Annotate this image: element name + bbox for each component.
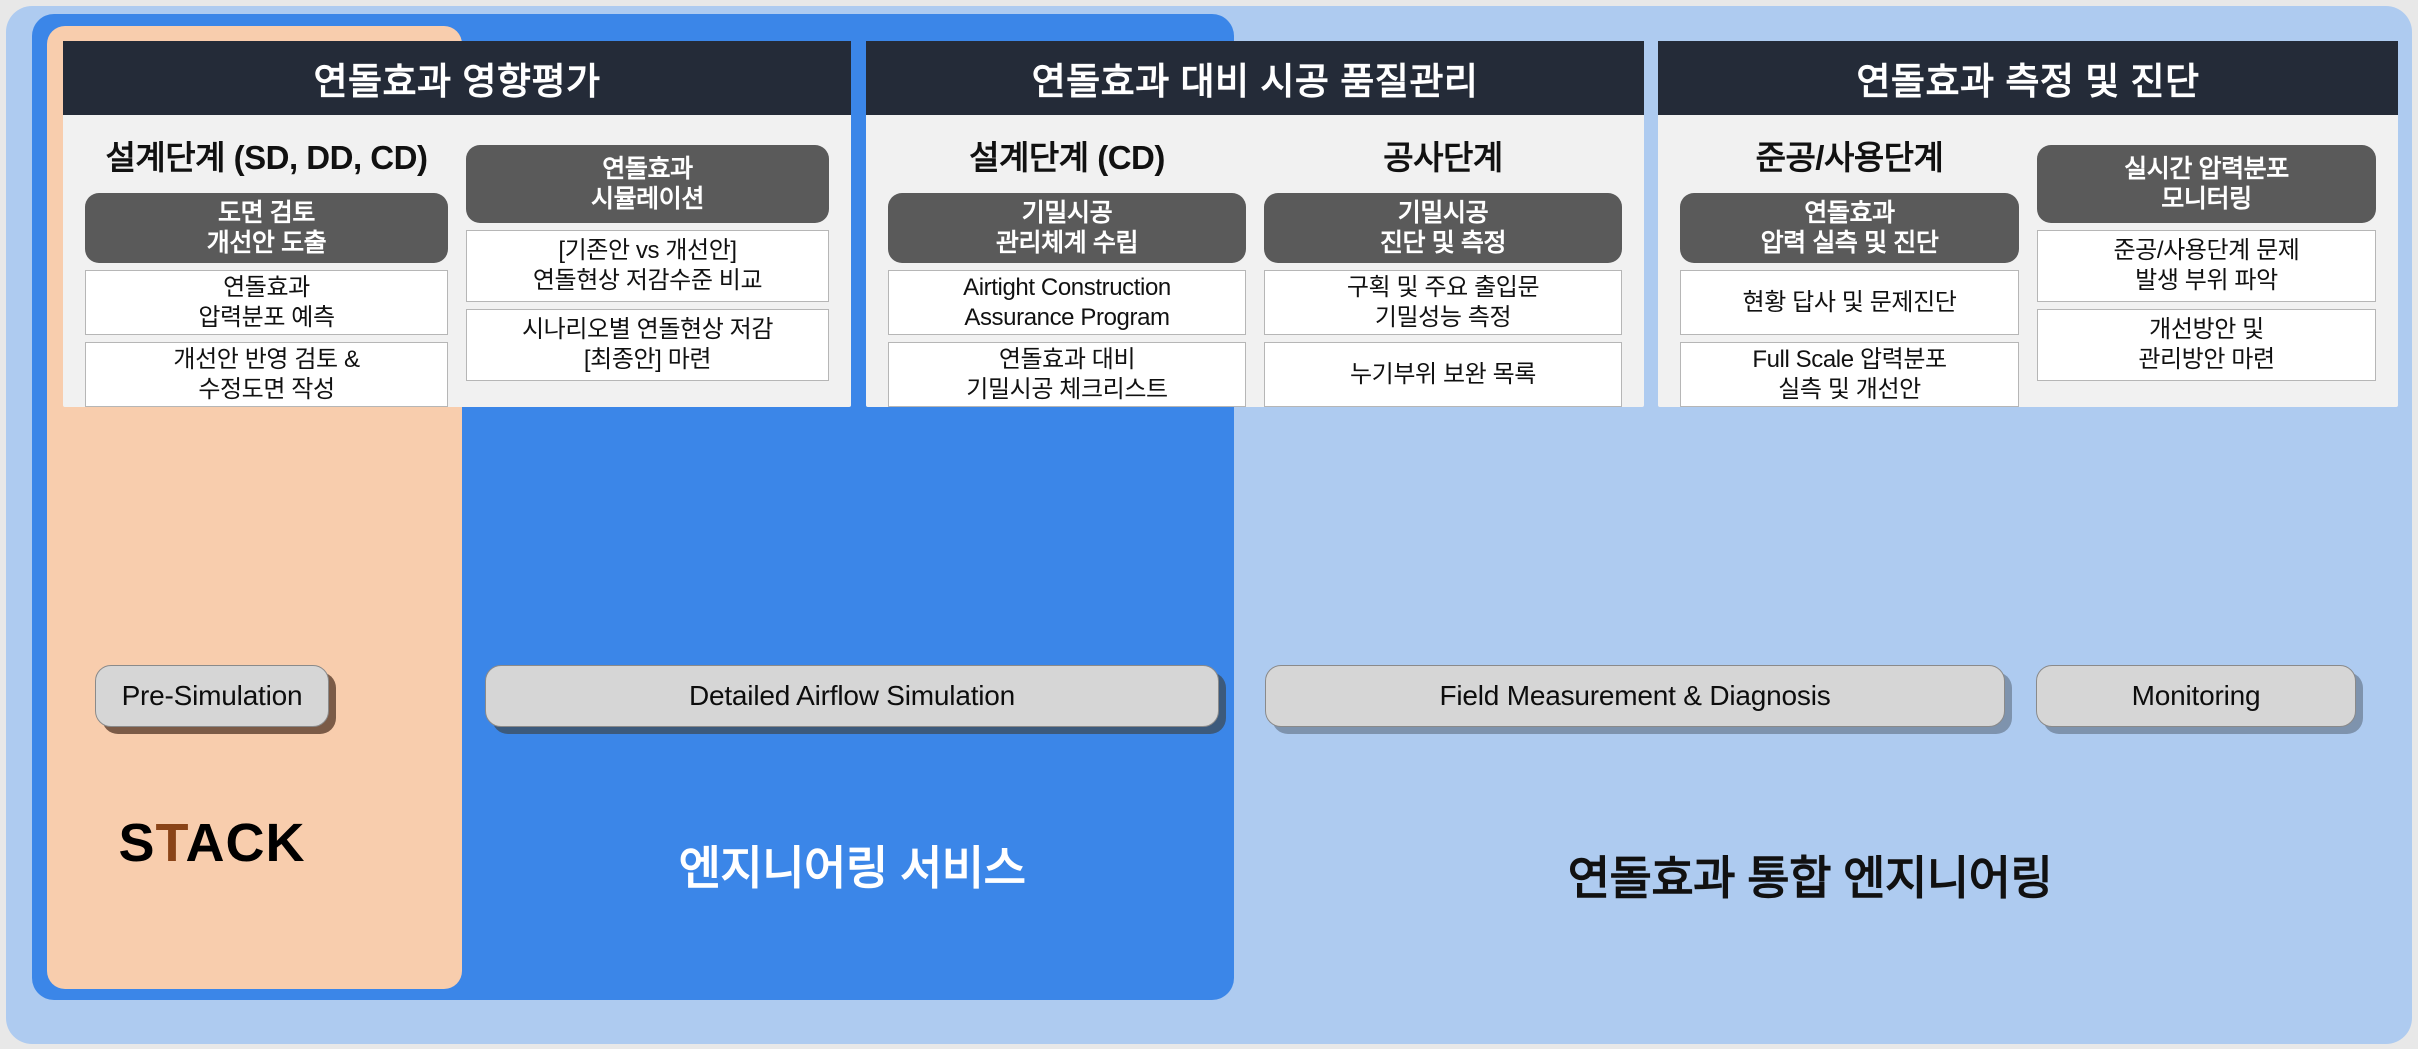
item-revised-drawing: 개선안 반영 검토 & 수정도면 작성 <box>85 342 448 407</box>
label-engineering-service: 엔지니어링 서비스 <box>678 842 1026 894</box>
item-line: 수정도면 작성 <box>198 375 335 403</box>
panel-1-column-2: 연돌효과 시뮬레이션 [기존안 vs 개선안] 연돌현상 저감수준 비교 시나리… <box>466 115 829 407</box>
panel-1-column-1: 설계단계 (SD, DD, CD) 도면 검토 개선안 도출 연돌효과 압력분포… <box>85 115 448 407</box>
item-zone-door-airtightness: 구획 및 주요 출입문 기밀성능 측정 <box>1264 270 1622 336</box>
pill-field-measurement-diagnosis[interactable]: Field Measurement & Diagnosis <box>1265 665 2005 727</box>
item-line: 실측 및 개선안 <box>1778 375 1921 403</box>
item-airtight-assurance-program: Airtight Construction Assurance Program <box>888 270 1246 336</box>
chip-airtight-diagnosis-measurement: 기밀시공 진단 및 측정 <box>1264 193 1622 264</box>
chip-line: 기밀시공 <box>1397 198 1489 227</box>
chip-drawing-review: 도면 검토 개선안 도출 <box>85 193 448 264</box>
chip-line: 진단 및 측정 <box>1379 229 1507 258</box>
label-integrated-engineering: 연돌효과 통합 엔지니어링 <box>1567 852 2053 904</box>
item-line: 연돌현상 저감수준 비교 <box>532 267 763 294</box>
stack-logo: STACK <box>95 812 329 874</box>
chip-pressure-measurement-diagnosis: 연돌효과 압력 실측 및 진단 <box>1680 193 2019 264</box>
item-line: 준공/사용단계 문제 <box>2113 237 2300 264</box>
chip-realtime-monitoring: 실시간 압력분포 모니터링 <box>2037 145 2376 223</box>
item-stack-pressure-prediction: 연돌효과 압력분포 예측 <box>85 270 448 336</box>
panel-3-column-2: 실시간 압력분포 모니터링 준공/사용단계 문제 발생 부위 파악 개선방안 및… <box>2037 115 2376 407</box>
panel-2-column-1: 설계단계 (CD) 기밀시공 관리체계 수립 Airtight Construc… <box>888 115 1246 407</box>
stack-logo-s: S <box>118 813 156 873</box>
item-site-survey-diagnosis: 현황 답사 및 문제진단 <box>1680 270 2019 336</box>
item-full-scale-pressure: Full Scale 압력분포 실측 및 개선안 <box>1680 342 2019 407</box>
panel-construction-quality: 연돌효과 대비 시공 품질관리 설계단계 (CD) 기밀시공 관리체계 수립 A… <box>866 41 1644 407</box>
panel-2-column-2: 공사단계 기밀시공 진단 및 측정 구획 및 주요 출입문 기밀성능 측정 누기… <box>1264 115 1622 407</box>
panel-impact-assessment: 연돌효과 영향평가 설계단계 (SD, DD, CD) 도면 검토 개선안 도출… <box>63 41 851 407</box>
item-line: 발생 부위 파악 <box>2135 267 2278 294</box>
item-comparison-existing-improved: [기존안 vs 개선안] 연돌현상 저감수준 비교 <box>466 230 829 302</box>
chip-line: 시뮬레이션 <box>590 185 704 213</box>
item-line: 구획 및 주요 출입문 <box>1346 273 1540 301</box>
pill-monitoring[interactable]: Monitoring <box>2036 665 2356 727</box>
panel-3-stage-label-2 <box>2037 115 2376 145</box>
item-problem-area-identification: 준공/사용단계 문제 발생 부위 파악 <box>2037 230 2376 302</box>
panel-2-stage-label-1: 설계단계 (CD) <box>969 139 1165 176</box>
item-line: Full Scale 압력분포 <box>1752 345 1947 373</box>
panel-3-column-1: 준공/사용단계 연돌효과 압력 실측 및 진단 현황 답사 및 문제진단 Ful… <box>1680 115 2019 407</box>
panel-3-title: 연돌효과 측정 및 진단 <box>1658 41 2398 115</box>
item-line: [최종안] 마련 <box>583 346 712 373</box>
panel-1-stage-label: 설계단계 (SD, DD, CD) <box>105 139 428 176</box>
item-scenario-final-plan: 시나리오별 연돌현상 저감 [최종안] 마련 <box>466 309 829 381</box>
panel-2-stage-label-2: 공사단계 <box>1383 139 1503 176</box>
chip-line: 관리체계 수립 <box>995 229 1139 258</box>
item-line: [기존안 vs 개선안] <box>558 237 737 264</box>
item-line: 개선안 반영 검토 & <box>173 345 360 373</box>
item-line: Assurance Program <box>964 303 1170 331</box>
item-leak-remediation-list: 누기부위 보완 목록 <box>1264 342 1622 407</box>
stack-logo-ack: ACK <box>185 813 306 873</box>
item-line: 현황 답사 및 문제진단 <box>1742 288 1957 316</box>
chip-line: 실시간 압력분포 <box>2124 154 2289 183</box>
item-line: 압력분포 예측 <box>198 303 335 331</box>
chip-stack-simulation: 연돌효과 시뮬레이션 <box>466 145 829 223</box>
item-airtight-checklist: 연돌효과 대비 기밀시공 체크리스트 <box>888 342 1246 407</box>
item-line: 시나리오별 연돌현상 저감 <box>521 316 773 343</box>
item-line: 개선방안 및 <box>2149 316 2264 343</box>
stack-logo-t: T <box>155 813 186 873</box>
chip-line: 모니터링 <box>2161 185 2252 213</box>
chip-line: 연돌효과 <box>602 154 693 183</box>
item-line: 누기부위 보완 목록 <box>1350 360 1536 388</box>
chip-line: 기밀시공 <box>1021 198 1113 227</box>
item-line: 기밀시공 체크리스트 <box>966 375 1168 403</box>
chip-line: 도면 검토 <box>218 198 315 227</box>
item-line: 연돌효과 대비 <box>998 345 1136 373</box>
panel-measurement-diagnosis: 연돌효과 측정 및 진단 준공/사용단계 연돌효과 압력 실측 및 진단 현황 … <box>1658 41 2398 407</box>
chip-line: 개선안 도출 <box>206 229 327 258</box>
chip-line: 압력 실측 및 진단 <box>1760 229 1939 258</box>
item-improvement-management-plan: 개선방안 및 관리방안 마련 <box>2037 309 2376 381</box>
item-line: 기밀성능 측정 <box>1374 303 1512 331</box>
chip-airtight-management-system: 기밀시공 관리체계 수립 <box>888 193 1246 264</box>
pill-detailed-airflow-simulation[interactable]: Detailed Airflow Simulation <box>485 665 1219 727</box>
item-line: 관리방안 마련 <box>2138 346 2275 373</box>
panel-3-stage-label: 준공/사용단계 <box>1755 139 1944 176</box>
panel-1-stage-label-2 <box>466 115 829 145</box>
item-line: Airtight Construction <box>963 273 1171 301</box>
panel-2-title: 연돌효과 대비 시공 품질관리 <box>866 41 1644 115</box>
item-line: 연돌효과 <box>223 273 310 301</box>
pill-pre-simulation[interactable]: Pre-Simulation <box>95 665 329 727</box>
panel-1-title: 연돌효과 영향평가 <box>63 41 851 115</box>
chip-line: 연돌효과 <box>1804 198 1895 227</box>
